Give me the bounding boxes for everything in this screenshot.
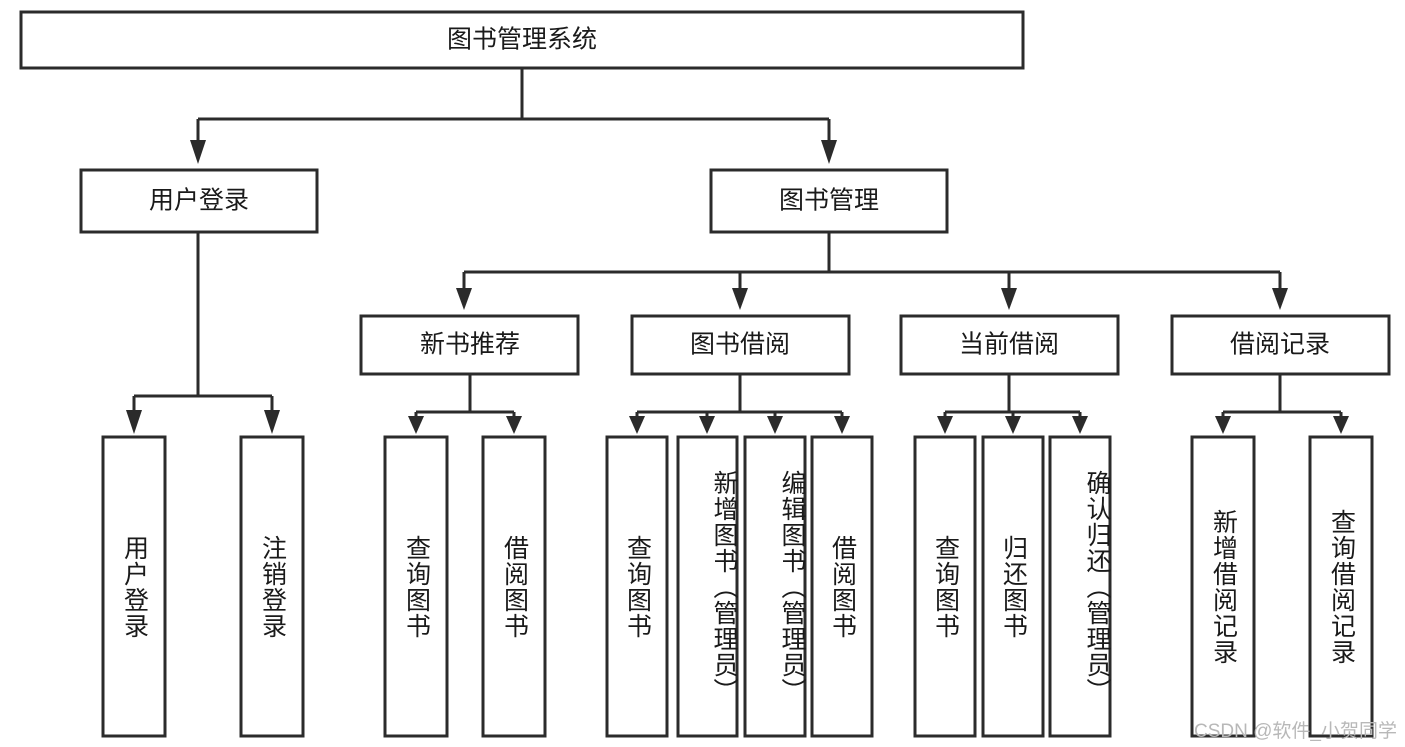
arrowhead-leaf-return-book — [1005, 416, 1021, 434]
leaf-borrow-book-1-rect[interactable] — [481, 435, 547, 738]
arrowhead-new-book-recommend — [456, 288, 472, 310]
leaf-return-book-rect[interactable] — [981, 435, 1045, 738]
node-root-label: 图书管理系统 — [447, 26, 597, 54]
node-root[interactable]: 图书管理系统 — [19, 10, 1025, 70]
node-borrow-record-rect[interactable] — [1170, 314, 1391, 376]
arrowhead-leaf-query-record — [1333, 416, 1349, 434]
arrowhead-leaf-borrow-book-2 — [834, 416, 850, 434]
edges-user-login-to-leaves — [126, 232, 280, 434]
edges-borrow-record-to-leaves — [1215, 374, 1349, 434]
node-user-login[interactable]: 用户登录 — [79, 168, 319, 234]
node-current-borrow-rect[interactable] — [899, 314, 1120, 376]
leaf-rects — [101, 435, 1374, 738]
edges-current-borrow-to-leaves — [937, 374, 1088, 434]
csdn-watermark: CSDN @软件_小贺同学 — [1194, 721, 1397, 742]
leaf-add-book-rect[interactable] — [676, 435, 739, 738]
leaf-query-book-1-rect[interactable] — [383, 435, 449, 738]
arrowhead-user-login — [190, 140, 206, 164]
leaf-query-book-3-rect[interactable] — [913, 435, 977, 738]
node-book-manage-label: 图书管理 — [779, 187, 879, 215]
edges-book-borrow-to-leaves — [629, 374, 850, 434]
node-borrow-record-label: 借阅记录 — [1230, 331, 1330, 359]
edges-root-to-level2 — [190, 68, 837, 164]
leaf-add-record-rect[interactable] — [1190, 435, 1256, 738]
arrowhead-book-borrow — [732, 288, 748, 310]
leaf-query-book-2-rect[interactable] — [605, 435, 669, 738]
arrowhead-leaf-confirm-return — [1072, 416, 1088, 434]
node-new-book-recommend-rect[interactable] — [359, 314, 580, 376]
node-book-borrow-label: 图书借阅 — [690, 331, 790, 359]
edges-book-manage-to-level3 — [456, 232, 1288, 310]
node-current-borrow-label: 当前借阅 — [959, 331, 1059, 359]
arrowhead-book-manage — [821, 140, 837, 164]
node-root-rect[interactable] — [19, 10, 1025, 70]
node-new-book-recommend-label: 新书推荐 — [420, 331, 520, 359]
node-book-borrow[interactable]: 图书借阅 — [630, 314, 851, 376]
leaf-query-record-rect[interactable] — [1308, 435, 1374, 738]
arrowhead-leaf-user-login — [126, 410, 142, 434]
node-user-login-rect[interactable] — [79, 168, 319, 234]
arrowhead-leaf-edit-book — [767, 416, 783, 434]
node-new-book-recommend[interactable]: 新书推荐 — [359, 314, 580, 376]
arrowhead-leaf-query-book-3 — [937, 416, 953, 434]
node-book-borrow-rect[interactable] — [630, 314, 851, 376]
arrowhead-leaf-add-book — [699, 416, 715, 434]
arrowhead-leaf-add-record — [1215, 416, 1231, 434]
leaf-borrow-book-2-rect[interactable] — [810, 435, 874, 738]
leaf-user-logout-rect[interactable] — [239, 435, 305, 738]
node-book-manage-rect[interactable] — [709, 168, 949, 234]
edges-new-book-to-leaves — [408, 374, 522, 434]
node-current-borrow[interactable]: 当前借阅 — [899, 314, 1120, 376]
leaf-confirm-return-rect[interactable] — [1048, 435, 1112, 738]
node-borrow-record[interactable]: 借阅记录 — [1170, 314, 1391, 376]
leaf-edit-book-rect[interactable] — [743, 435, 807, 738]
arrowhead-leaf-query-book-1 — [408, 416, 424, 434]
arrowhead-leaf-borrow-book-1 — [506, 416, 522, 434]
arrowhead-leaf-user-logout — [264, 410, 280, 434]
node-book-manage[interactable]: 图书管理 — [709, 168, 949, 234]
leaf-user-login-rect[interactable] — [101, 435, 167, 738]
arrowhead-leaf-query-book-2 — [629, 416, 645, 434]
node-user-login-label: 用户登录 — [149, 187, 249, 215]
arrowhead-borrow-record — [1272, 288, 1288, 310]
arrowhead-current-borrow — [1001, 288, 1017, 310]
